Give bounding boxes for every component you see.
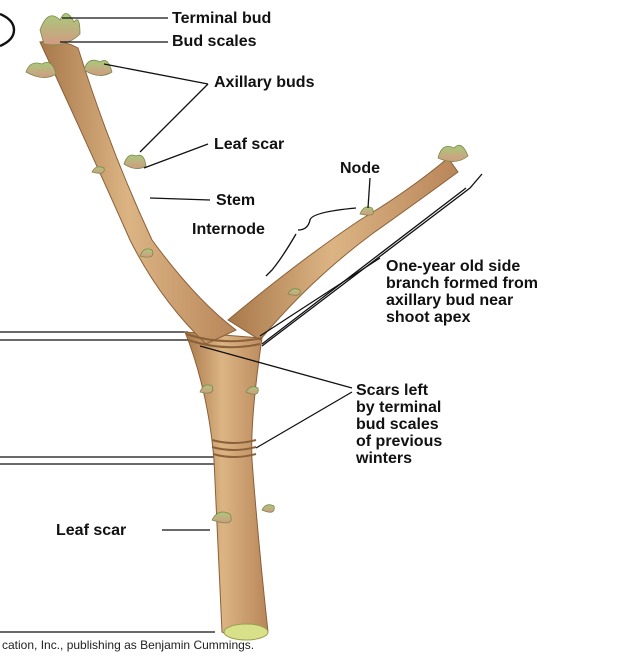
label-axillary-buds: Axillary buds — [214, 74, 314, 91]
credit-line: cation, Inc., publishing as Benjamin Cum… — [2, 638, 254, 652]
label-leaf-scar-bottom: Leaf scar — [56, 522, 126, 539]
label-node: Node — [340, 160, 380, 177]
label-scars-left: Scars left by terminal bud scales of pre… — [356, 382, 442, 467]
main-trunk — [185, 332, 268, 639]
label-leaf-scar-top: Leaf scar — [214, 136, 284, 153]
label-stem: Stem — [216, 192, 255, 209]
label-internode: Internode — [192, 221, 265, 238]
edge-lines — [0, 332, 215, 632]
corner-glyph — [0, 14, 14, 46]
label-terminal-bud: Terminal bud — [172, 10, 271, 27]
label-side-branch: One-year old side branch formed from axi… — [386, 258, 538, 326]
label-bud-scales: Bud scales — [172, 33, 256, 50]
left-branch — [40, 41, 236, 344]
